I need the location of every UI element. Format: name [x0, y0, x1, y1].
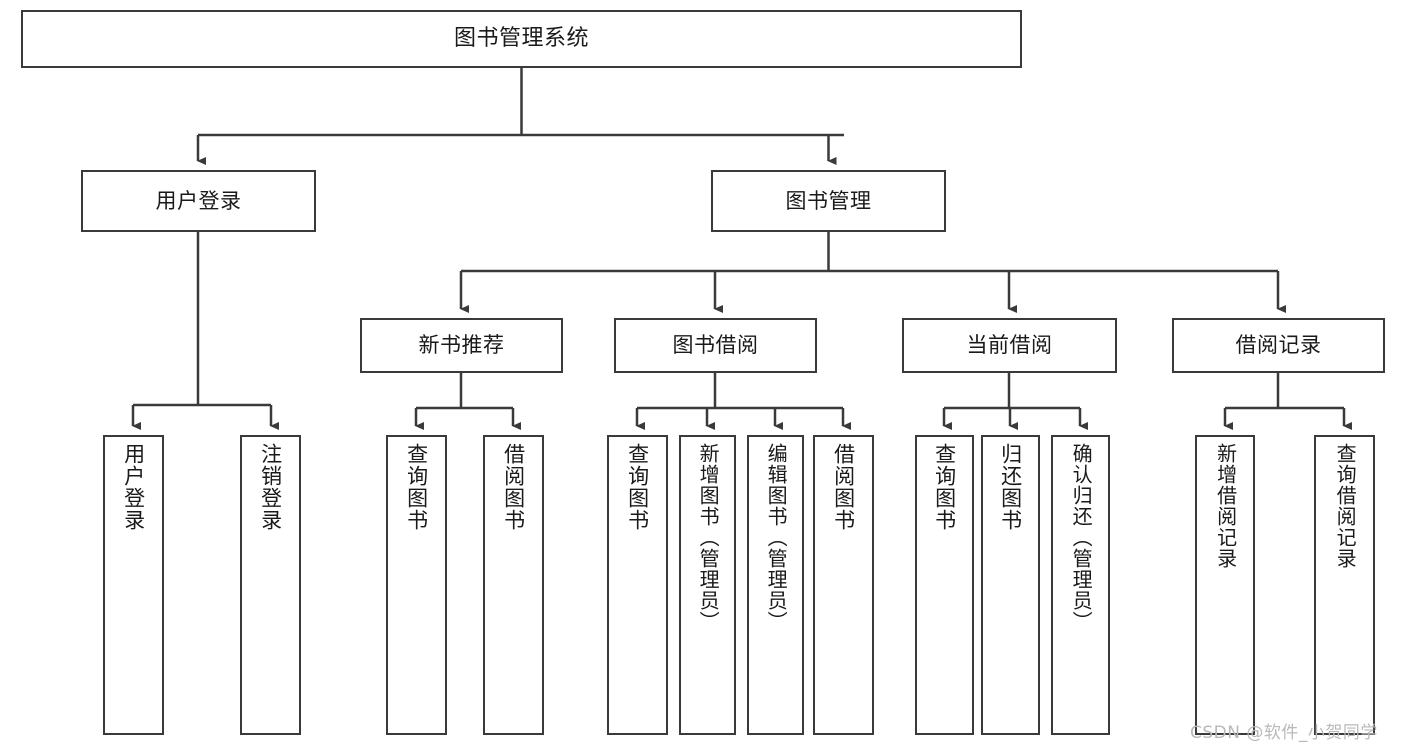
leaf-add-book-admin[interactable]: 新增图书（管理员） — [679, 435, 736, 735]
leaf-add-borrow-record[interactable]: 新增借阅记录 — [1195, 435, 1255, 735]
leaf-query-book-borrow-label: 查询图书 — [625, 443, 650, 531]
leaf-add-borrow-record-label: 新增借阅记录 — [1213, 443, 1238, 569]
leaf-return-book-label: 归还图书 — [998, 443, 1023, 531]
leaf-borrow-book-recommend[interactable]: 借阅图书 — [483, 435, 544, 735]
leaf-borrow-book-label: 借阅图书 — [831, 443, 856, 531]
node-root[interactable]: 图书管理系统 — [21, 10, 1022, 68]
node-book-management-label: 图书管理 — [785, 188, 872, 213]
leaf-query-borrow-record-label: 查询借阅记录 — [1333, 443, 1358, 569]
leaf-borrow-book-recommend-label: 借阅图书 — [501, 443, 526, 531]
node-new-book-recommend[interactable]: 新书推荐 — [360, 318, 563, 373]
leaf-edit-book-admin-label: 编辑图书（管理员） — [764, 443, 789, 632]
leaf-confirm-return-admin-label: 确认归还（管理员） — [1069, 443, 1094, 632]
leaf-logout-label: 注销登录 — [258, 443, 283, 531]
node-new-book-recommend-label: 新书推荐 — [418, 333, 505, 358]
leaf-query-book-current-label: 查询图书 — [932, 443, 957, 531]
node-root-label: 图书管理系统 — [453, 26, 589, 52]
node-current-borrow[interactable]: 当前借阅 — [902, 318, 1117, 373]
leaf-return-book[interactable]: 归还图书 — [981, 435, 1040, 735]
node-borrow-record-label: 借阅记录 — [1235, 333, 1322, 358]
csdn-watermark: CSDN @软件_小贺同学 — [1190, 723, 1378, 743]
leaf-logout[interactable]: 注销登录 — [240, 435, 301, 735]
leaf-query-book-current[interactable]: 查询图书 — [915, 435, 974, 735]
leaf-confirm-return-admin[interactable]: 确认归还（管理员） — [1051, 435, 1110, 735]
leaf-add-book-admin-label: 新增图书（管理员） — [696, 443, 721, 632]
node-book-borrow[interactable]: 图书借阅 — [614, 318, 817, 373]
leaf-query-book-borrow[interactable]: 查询图书 — [607, 435, 668, 735]
node-book-management[interactable]: 图书管理 — [711, 170, 946, 232]
node-borrow-record[interactable]: 借阅记录 — [1172, 318, 1385, 373]
node-user-login-label: 用户登录 — [155, 188, 242, 213]
leaf-query-borrow-record[interactable]: 查询借阅记录 — [1314, 435, 1375, 735]
leaf-query-book-recommend-label: 查询图书 — [404, 443, 429, 531]
node-book-borrow-label: 图书借阅 — [672, 333, 759, 358]
leaf-user-login[interactable]: 用户登录 — [103, 435, 164, 735]
leaf-user-login-label: 用户登录 — [121, 443, 146, 531]
leaf-edit-book-admin[interactable]: 编辑图书（管理员） — [747, 435, 804, 735]
node-user-login[interactable]: 用户登录 — [81, 170, 316, 232]
node-current-borrow-label: 当前借阅 — [966, 333, 1053, 358]
leaf-borrow-book[interactable]: 借阅图书 — [813, 435, 874, 735]
leaf-query-book-recommend[interactable]: 查询图书 — [386, 435, 447, 735]
